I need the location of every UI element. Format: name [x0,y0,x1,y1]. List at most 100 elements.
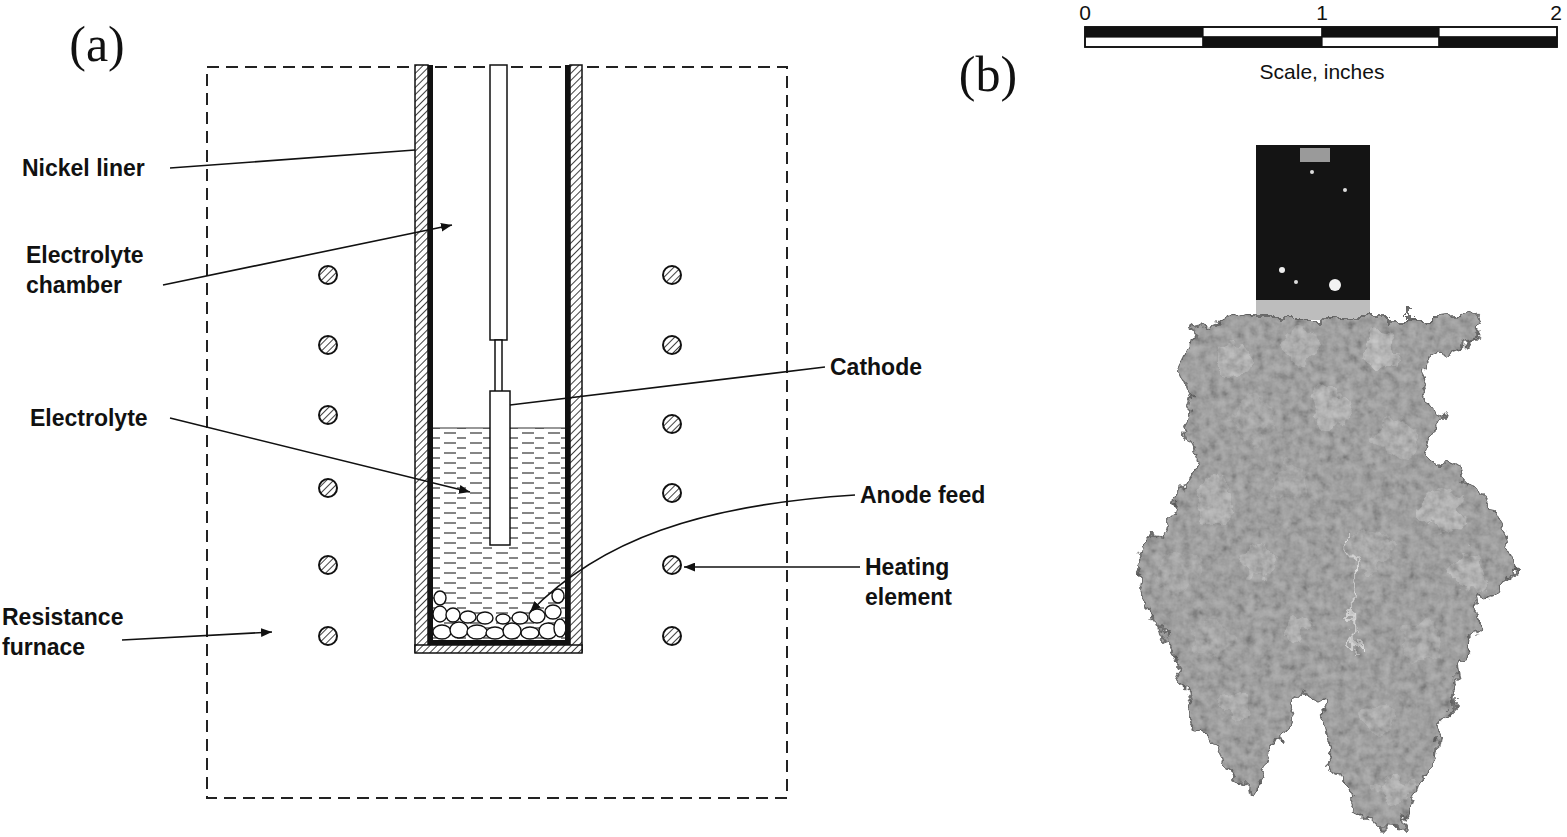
heating-element-symbol [663,484,681,502]
cathode-holder [1343,188,1347,192]
metal-deposit [1286,616,1314,644]
scale-bar [1085,27,1557,47]
scale-bar [1085,27,1203,37]
scale-bar [1322,27,1439,37]
vessel-wall [570,65,582,652]
metal-deposit [1274,464,1306,496]
metal-deposit [1224,694,1256,726]
cathode-holder [1256,145,1370,320]
heating-element-symbol [319,406,337,424]
heating-element-symbol [319,266,681,645]
metal-deposit [1352,530,1355,650]
heating-element-symbol [319,556,337,574]
metal-deposit [1160,550,1200,590]
part-label: Electrolyte [30,403,190,433]
scale-bar [1203,27,1322,37]
scale-title: Scale, inches [1212,59,1432,85]
heating-element-symbol [663,336,681,354]
heating-element-symbol [663,556,681,574]
scale-bar [1085,37,1203,47]
heating-element-symbol [663,627,681,645]
metal-deposit [1284,329,1316,361]
metal-deposit [1228,398,1272,442]
anode-pebbles [486,627,504,639]
nickel-liner [428,65,570,645]
cathode-holder [1310,170,1314,174]
scale-number: 0 [1070,0,1100,26]
cathode-holder [1294,280,1298,284]
part-label: Electrolyte chamber [26,240,176,300]
panel-label: (b) [943,44,1033,104]
cathode-holder [1279,267,1285,273]
heating-element-symbol [319,266,337,284]
vessel-wall [415,65,582,653]
part-label: Heating element [865,552,985,612]
leader-line [510,367,825,405]
heating-element-symbol [319,627,337,645]
cathode-rod [495,340,502,392]
metal-deposit [1195,480,1235,520]
anode-pebbles [467,625,487,639]
anode-pebbles [477,612,493,624]
metal-deposit [1375,420,1415,460]
metal-deposit [1454,554,1486,586]
part-label: Cathode [830,352,990,382]
metal-deposit [1135,315,1515,828]
anode-pebbles [434,591,446,605]
nickel-liner [565,65,570,645]
leader-line [122,632,272,640]
anode-pebbles [450,622,468,638]
scale-number: 1 [1307,0,1337,26]
anode-pebbles [446,608,460,622]
nickel-liner [428,640,570,645]
metal-deposit [1402,622,1438,658]
scale-bar [1439,27,1557,37]
scale-bar [1322,37,1439,47]
scale-bar [1439,37,1557,47]
anode-pebbles [512,612,528,624]
nickel-liner [428,65,433,645]
leader-line [170,418,470,492]
anode-pebbles [433,606,447,622]
anode-pebbles [433,625,451,639]
anode-pebbles [554,619,566,637]
metal-deposit [1418,488,1462,532]
leader-line [530,495,855,612]
scale-bar [1203,37,1322,47]
heating-element-symbol [663,266,681,284]
scale-number: 2 [1545,0,1567,26]
heating-element-symbol [319,479,337,497]
metal-deposit [1350,530,1390,570]
cathode-rod [490,65,507,340]
vessel-wall [415,645,582,653]
anode-pebbles [460,611,476,623]
cathode-holder [1329,279,1341,291]
leader-line [170,150,415,168]
heating-element-symbol [319,336,337,354]
metal-deposit [1212,342,1248,378]
cathode-rod [490,391,510,545]
scale-bar [1085,27,1557,47]
leader-line [122,150,860,640]
metal-deposit [1312,392,1348,428]
cathode-holder [1300,148,1330,162]
part-label: Anode feed [860,480,1040,510]
cathode-rod [490,65,510,545]
anode-pebbles [496,614,510,624]
panel-label: (a) [52,14,142,74]
metal-deposit [1360,330,1400,370]
metal-deposit [1381,776,1409,804]
cathode-holder [1256,145,1370,302]
part-label: Resistance furnace [2,602,152,662]
anode-pebbles [503,623,521,639]
metal-deposit [1362,702,1398,738]
metal-deposit [1242,542,1278,578]
part-label: Nickel liner [22,153,222,183]
leader-line [163,225,452,285]
vessel-wall [415,65,428,652]
heating-element-symbol [663,415,681,433]
anode-pebbles [545,605,561,619]
